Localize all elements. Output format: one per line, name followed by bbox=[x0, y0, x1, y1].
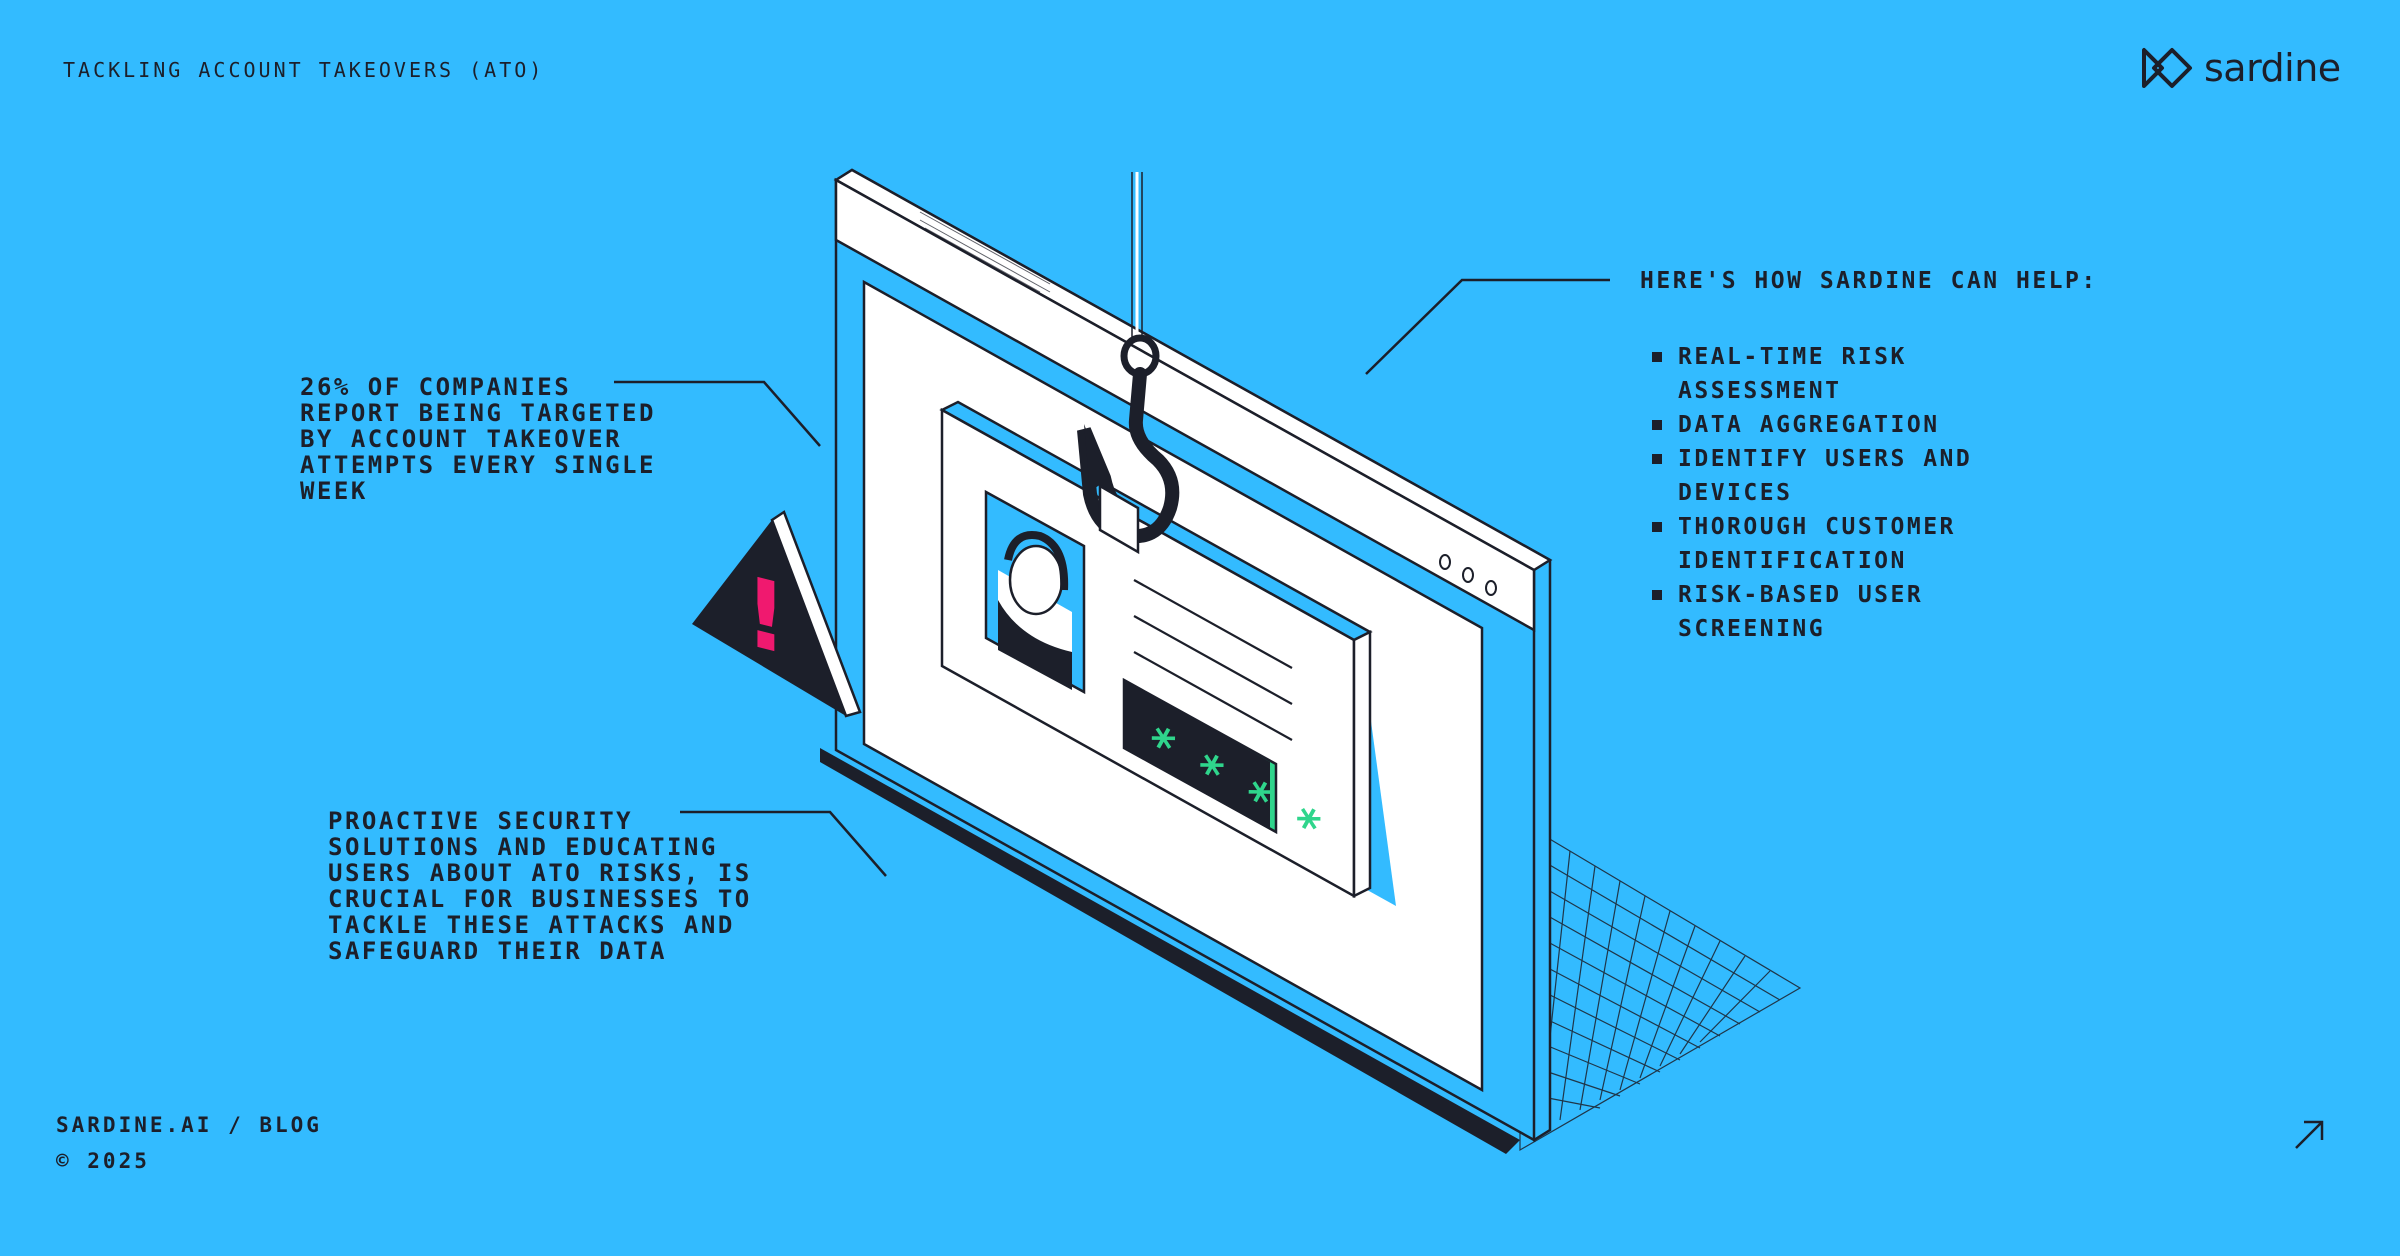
brand-name: sardine bbox=[2204, 46, 2341, 90]
brand-logo[interactable]: sardine bbox=[2140, 46, 2341, 90]
external-arrow-icon[interactable] bbox=[2292, 1118, 2326, 1152]
page-title: TACKLING ACCOUNT TAKEOVERS (ATO) bbox=[63, 58, 545, 82]
grid-shadow bbox=[1519, 837, 1802, 1152]
user-avatar-icon bbox=[984, 489, 1086, 695]
help-item: DATA AGGREGATION bbox=[1652, 408, 2072, 442]
password-mask: * * * * bbox=[1135, 714, 1331, 855]
warning-triangle-icon: ! bbox=[692, 510, 862, 718]
square-bullet-icon bbox=[1652, 522, 1662, 532]
help-item: REAL-TIME RISK ASSESSMENT bbox=[1652, 340, 2072, 408]
fishing-hook-icon bbox=[1077, 172, 1180, 555]
window-dot-icon bbox=[1439, 554, 1451, 570]
security-note-callout: PROACTIVE SECURITY SOLUTIONS AND EDUCATI… bbox=[328, 807, 752, 965]
square-bullet-icon bbox=[1652, 590, 1662, 600]
blog-link[interactable]: SARDINE.AI / BLOG bbox=[56, 1113, 322, 1137]
help-leader-line bbox=[1365, 278, 1610, 375]
square-bullet-icon bbox=[1652, 420, 1662, 430]
help-item: THOROUGH CUSTOMER IDENTIFICATION bbox=[1652, 510, 1982, 578]
help-item: IDENTIFY USERS AND DEVICES bbox=[1652, 442, 2072, 510]
square-bullet-icon bbox=[1652, 454, 1662, 464]
square-bullet-icon bbox=[1652, 352, 1662, 362]
help-item: RISK-BASED USER SCREENING bbox=[1652, 578, 2072, 646]
window-dot-icon bbox=[1462, 567, 1474, 583]
sardine-logo-icon bbox=[2142, 48, 2192, 88]
help-heading: HERE'S HOW SARDINE CAN HELP: bbox=[1640, 268, 2098, 294]
warning-exclamation: ! bbox=[744, 555, 788, 677]
copyright: © 2025 bbox=[56, 1149, 150, 1173]
help-list: REAL-TIME RISK ASSESSMENT DATA AGGREGATI… bbox=[1652, 340, 2072, 646]
stat-callout: 26% OF COMPANIES REPORT BEING TARGETED B… bbox=[300, 373, 656, 505]
window-dot-icon bbox=[1485, 580, 1497, 596]
